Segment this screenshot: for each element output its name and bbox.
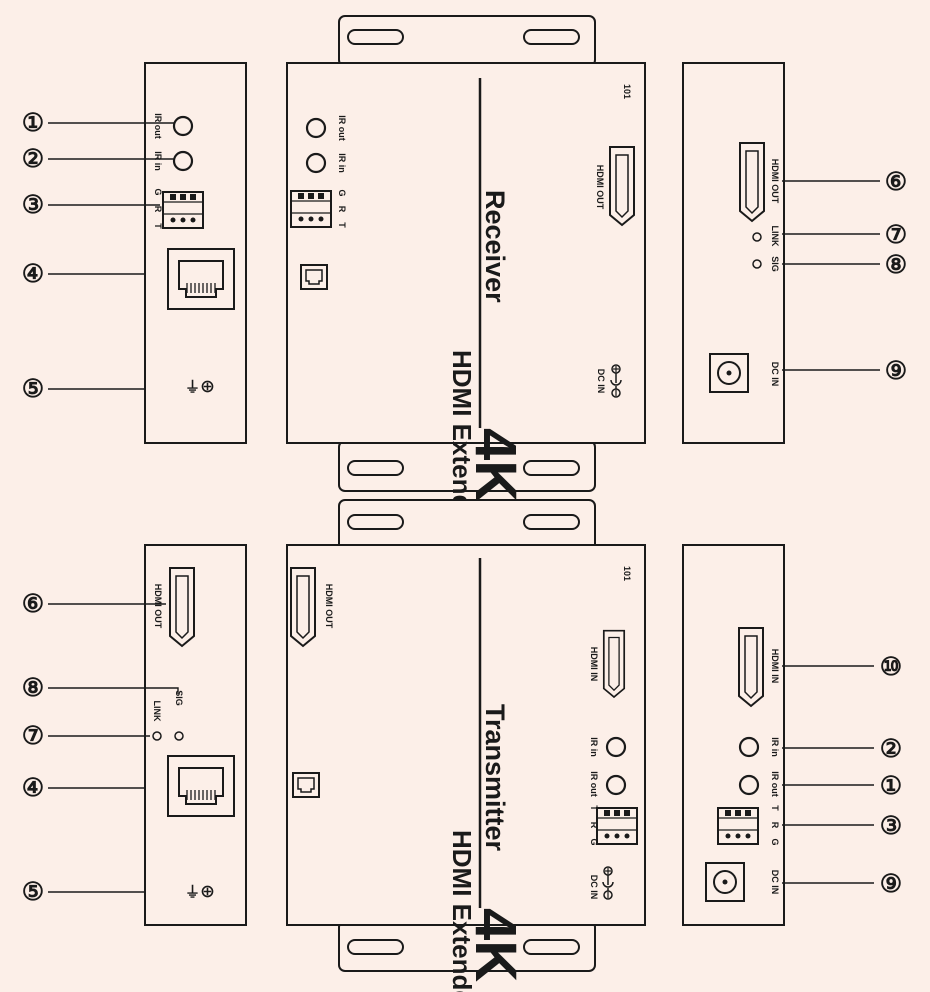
label-ir-out: IR out [589,771,599,797]
label-dc-in: DC IN [770,870,780,895]
callout-8: ⑧ [22,674,44,702]
callout-10: ⑩ [880,653,902,681]
callout-6: ⑥ [885,168,907,196]
unit-subtitle: Receiver [480,190,510,303]
callout-7: ⑦ [885,221,907,249]
label-r: R [337,206,347,213]
ir-out-jack [605,774,627,796]
callout-3: ③ [880,812,902,840]
label-g: G [337,189,347,196]
unit-subtitle: Transmitter [480,704,510,852]
label-ir-in: IR in [153,151,163,171]
label-hdmi-in: HDMI IN [770,649,780,684]
brand-4k: 4K [463,428,528,502]
ground-symbol: ⏚⊕ [185,884,215,901]
callout-5: ⑤ [22,878,44,906]
transmitter-unit: HDMI OUT 4K HDMI Extender Transmitter 10… [286,499,646,992]
label-hdmi-out: HDMI OUT [324,584,334,629]
callouts-top-left: ① ② ③ ④ ⑤ [22,109,175,403]
label-hdmi-in: HDMI IN [589,647,599,682]
model-number: 101 [622,84,632,99]
callout-9: ⑨ [880,870,902,898]
callout-1: ① [880,772,902,800]
transmitter-side-panel-right: HDMI IN IR in IR out T R G DC IN [682,544,785,926]
transmitter-side-panel-left: HDMI OUT LINK SIG ⏚⊕ [144,544,247,926]
brand-4k: 4K [463,908,528,982]
link-led [752,232,762,242]
label-g: G [153,188,163,195]
label-sig: SIG [770,256,780,272]
callouts-bottom-right: ⑩ ② ① ③ ⑨ [782,653,902,898]
label-t: T [589,805,599,811]
label-t: T [337,222,347,228]
label-ir-out: IR out [153,113,163,139]
label-dc-in: DC IN [770,362,780,387]
callout-7: ⑦ [22,722,44,750]
callout-1: ① [22,109,44,137]
callout-4: ④ [22,774,44,802]
label-ir-out: IR out [337,115,347,141]
label-t: T [153,223,163,229]
callout-2: ② [880,735,902,763]
label-dc-in: DC IN [589,875,599,900]
label-link: LINK [770,226,780,247]
ir-out-jack [172,115,194,137]
callout-9: ⑨ [885,357,907,385]
label-ir-out: IR out [770,771,780,797]
label-ir-in: IR in [770,737,780,757]
mounting-flange-top [338,499,596,551]
link-led [152,731,162,741]
ir-in-jack [738,736,760,758]
label-hdmi-out: HDMI OUT [770,159,780,204]
ir-in-jack [605,736,627,758]
ir-in-jack [305,152,327,174]
label-link: LINK [152,701,162,722]
label-hdmi-out: HDMI OUT [595,165,605,210]
label-r: R [589,822,599,829]
model-number: 101 [622,566,632,581]
label-dc-in: DC IN [596,369,606,394]
ground-symbol: ⏚⊕ [185,379,215,396]
label-ir-in: IR in [337,153,347,173]
label-ir-in: IR in [589,737,599,757]
label-sig: SIG [174,690,184,706]
callout-2: ② [22,145,44,173]
callout-4: ④ [22,260,44,288]
label-g: G [770,838,780,845]
label-r: R [153,206,163,213]
ir-out-jack [738,774,760,796]
label-g: G [589,838,599,845]
callout-8: ⑧ [885,251,907,279]
callout-6: ⑥ [22,590,44,618]
receiver-side-panel-right: HDMI OUT LINK SIG DC IN [682,62,785,444]
callouts-top-right: ⑥ ⑦ ⑧ ⑨ [782,168,907,385]
ir-out-jack [305,117,327,139]
sig-led [174,731,184,741]
callout-5: ⑤ [22,375,44,403]
mounting-flange-top [338,15,596,67]
callout-3: ③ [22,191,44,219]
label-hdmi-out: HDMI OUT [153,584,163,629]
receiver-side-panel-left: IR out IR in G R T ⏚⊕ [144,62,247,444]
label-r: R [770,822,780,829]
ir-in-jack [172,150,194,172]
sig-led [752,259,762,269]
product-title: HDMI Extender [447,830,477,992]
callouts-bottom-left: ⑥ ⑧ ⑦ ④ ⑤ [22,590,179,906]
label-t: T [770,805,780,811]
receiver-unit: IR out IR in G R T 4K HDMI Extender Rece… [286,15,646,535]
